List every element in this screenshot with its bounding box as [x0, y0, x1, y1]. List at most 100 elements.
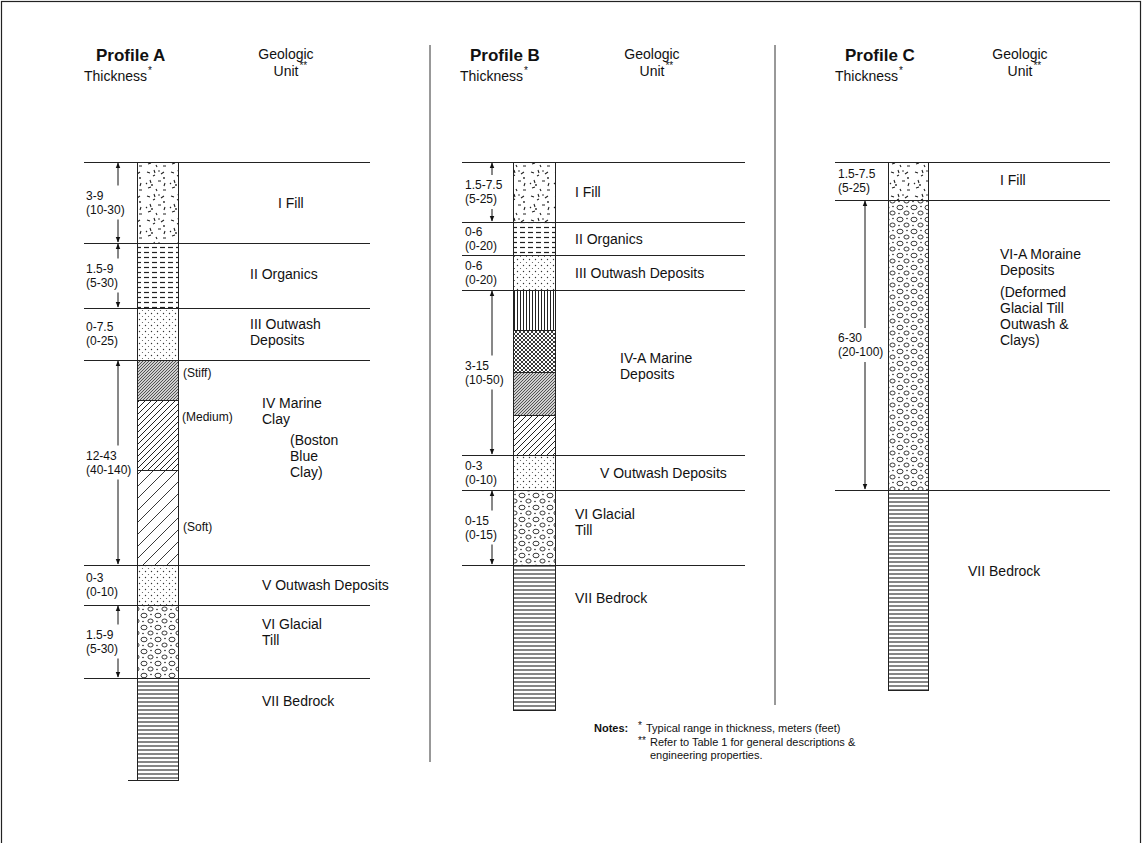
geologic-unit: VII Bedrock	[968, 563, 1040, 579]
soil-layer	[514, 291, 556, 331]
thickness-range: 0-6	[465, 259, 482, 273]
thickness-arrow	[492, 291, 493, 356]
geologic-unit: I Fill	[1000, 172, 1026, 188]
unit-boundary	[462, 162, 745, 163]
thickness-arrow	[118, 220, 119, 243]
thickness-range: 1.5-9	[86, 628, 113, 642]
profile-divider	[430, 45, 431, 762]
soil-layer	[514, 331, 556, 373]
thickness-range: (5-25)	[838, 181, 870, 195]
thickness-range: (10-30)	[86, 203, 125, 217]
unit-boundary	[462, 490, 745, 491]
thickness-range: (40-140)	[86, 463, 131, 477]
unit-boundary	[84, 243, 370, 244]
footnote-mark: **	[299, 60, 307, 71]
column-heading: Thickness	[835, 68, 898, 85]
thickness-arrow	[118, 659, 119, 678]
thickness-arrow	[118, 361, 119, 446]
thickness-range: (5-30)	[86, 276, 118, 290]
unit-boundary	[84, 162, 370, 163]
thickness-arrow	[118, 606, 119, 625]
note-heading: Notes:	[594, 722, 628, 735]
geologic-unit: V Outwash Deposits	[262, 577, 389, 593]
geologic-unit: VII Bedrock	[262, 693, 334, 709]
geologic-unit: IV-A Marine Deposits	[620, 350, 720, 382]
geologic-unit: VI-A Moraine Deposits	[1000, 246, 1112, 278]
footnote-mark: **	[665, 60, 673, 71]
unit-boundary	[462, 290, 745, 291]
geologic-unit: I Fill	[278, 195, 304, 211]
thickness-arrow	[118, 480, 119, 565]
thickness-arrow	[492, 491, 493, 511]
soil-layer	[514, 373, 556, 416]
thickness-range: (0-15)	[465, 528, 497, 542]
thickness-arrow	[118, 244, 119, 259]
consistency-note: (Stiff)	[183, 366, 211, 380]
geologic-unit: III Outwash Deposits	[250, 316, 360, 348]
thickness-range: (0-20)	[465, 239, 497, 253]
unit-boundary	[835, 162, 1110, 163]
soil-layer	[514, 456, 556, 491]
geologic-unit: VI Glacial Till	[575, 506, 655, 538]
soil-layer	[138, 606, 179, 679]
soil-layer	[889, 163, 929, 201]
consistency-note: (Medium)	[182, 410, 233, 424]
soil-layer	[514, 416, 556, 456]
thickness-arrow	[492, 163, 493, 175]
profile-title: Profile C	[845, 46, 915, 66]
footnote-mark: **	[1033, 60, 1041, 71]
soil-layer	[138, 401, 179, 471]
geologic-unit: I Fill	[575, 184, 601, 200]
thickness-range: 12-43	[86, 449, 117, 463]
soil-layer	[138, 471, 179, 566]
geologic-unit: II Organics	[575, 231, 643, 247]
depth-tick	[128, 780, 137, 781]
thickness-range: (5-25)	[465, 192, 497, 206]
geologic-unit: VII Bedrock	[575, 590, 647, 606]
soil-layer	[889, 201, 929, 491]
unit-boundary	[462, 455, 745, 456]
thickness-range: 0-3	[86, 571, 103, 585]
unit-boundary	[84, 565, 370, 566]
thickness-range: 1.5-9	[86, 262, 113, 276]
geologic-unit: (Boston Blue Clay)	[290, 432, 352, 480]
column-heading: Thickness	[460, 68, 523, 85]
thickness-range: 0-7.5	[86, 320, 113, 334]
unit-boundary	[84, 360, 370, 361]
thickness-arrow	[118, 293, 119, 308]
soil-layer	[514, 566, 556, 711]
unit-boundary	[84, 605, 370, 606]
unit-boundary	[462, 565, 745, 566]
thickness-range: 6-30	[838, 331, 862, 345]
thickness-range: (0-10)	[465, 473, 497, 487]
thickness-range: (20-100)	[838, 345, 883, 359]
footnote-mark: *	[899, 65, 903, 76]
thickness-arrow	[865, 201, 866, 328]
profile-divider	[775, 45, 776, 705]
geologic-unit: III Outwash Deposits	[575, 265, 704, 281]
thickness-range: (5-30)	[86, 642, 118, 656]
soil-layer	[514, 163, 556, 223]
geologic-unit: V Outwash Deposits	[600, 465, 727, 481]
soil-columns	[84, 163, 1110, 781]
unit-boundary	[84, 678, 370, 679]
thickness-arrow	[492, 390, 493, 455]
thickness-range: 3-9	[86, 189, 103, 203]
soil-layer	[138, 163, 179, 244]
footnote-mark: *	[524, 65, 528, 76]
thickness-range: 1.5-7.5	[838, 167, 875, 181]
thickness-arrow	[492, 209, 493, 221]
thickness-range: 0-15	[465, 514, 489, 528]
geologic-unit: II Organics	[250, 266, 318, 282]
soil-layer	[138, 361, 179, 401]
footnote-mark: **	[638, 735, 646, 746]
unit-boundary	[462, 255, 745, 256]
soil-layer	[138, 679, 179, 781]
soil-layer	[514, 491, 556, 566]
soil-layer	[138, 566, 179, 606]
geologic-unit: IV Marine Clay	[262, 395, 342, 427]
column-heading: Thickness	[84, 68, 147, 85]
